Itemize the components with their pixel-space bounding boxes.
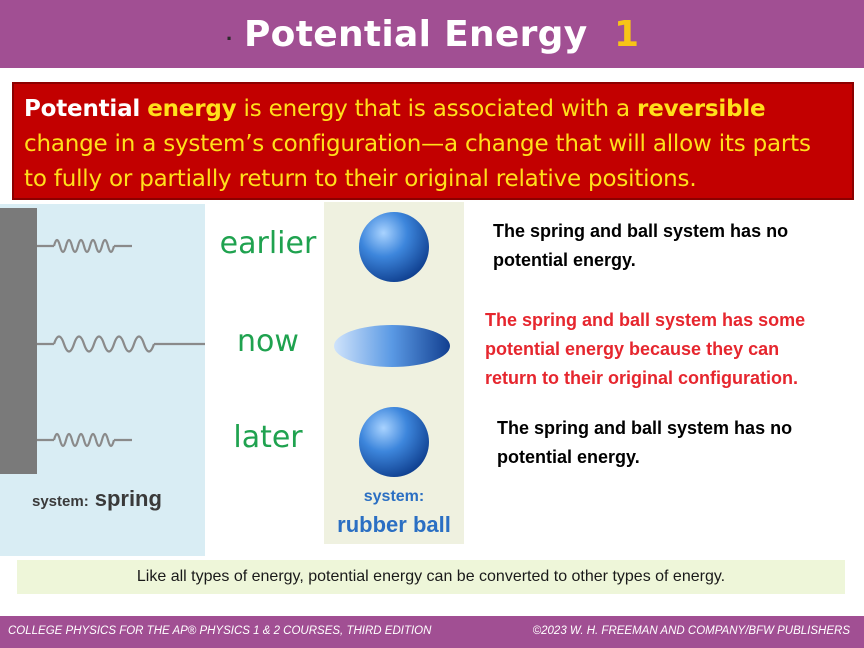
note-box: Like all types of energy, potential ener… (17, 560, 845, 594)
spring-later (37, 432, 132, 448)
spring-label-prefix: system: (32, 493, 89, 510)
ball-label-prefix: system: (363, 488, 425, 505)
spring-system-label: system: spring (32, 486, 162, 512)
time-label-earlier: earlier (219, 226, 317, 261)
wall (0, 208, 37, 474)
term-reversible: reversible (637, 96, 766, 122)
spring-label-name: spring (94, 486, 162, 511)
spring-illustration (37, 238, 205, 448)
definition-box: Potential energy is energy that is assoc… (12, 82, 854, 200)
title-dot: . (226, 20, 233, 45)
ball-label-name: rubber ball (337, 512, 451, 537)
term-energy: energy (147, 96, 237, 122)
description-later: The spring and ball system has no potent… (497, 418, 793, 467)
definition-line-3: to fully or partially return to their or… (24, 166, 697, 192)
ball-later (359, 407, 429, 477)
footer-bar (0, 616, 864, 648)
description-earlier: The spring and ball system has no potent… (493, 221, 789, 270)
time-label-now: now (237, 324, 299, 359)
footer-copyright: ©2023 W. H. FREEMAN AND COMPANY/BFW PUBL… (532, 625, 850, 637)
spring-earlier (37, 238, 132, 254)
spring-now (37, 335, 205, 353)
ball-earlier (359, 212, 429, 282)
footer-book-title: COLLEGE PHYSICS FOR THE AP® PHYSICS 1 & … (8, 625, 432, 637)
ball-illustration (334, 212, 450, 477)
term-potential: Potential (24, 96, 141, 122)
description-now: The spring and ball system has some pote… (485, 310, 806, 388)
title-bar (0, 0, 864, 68)
definition-text-1: is energy that is associated with a (243, 96, 631, 122)
definition-line-1: Potential energy is energy that is assoc… (24, 92, 842, 127)
definition-line-2: change in a system’s configuration—a cha… (24, 131, 811, 157)
slide-number: 1 (614, 14, 640, 55)
time-label-later: later (233, 420, 303, 455)
page-title: Potential Energy (244, 14, 588, 55)
ball-now-compressed (334, 325, 450, 367)
